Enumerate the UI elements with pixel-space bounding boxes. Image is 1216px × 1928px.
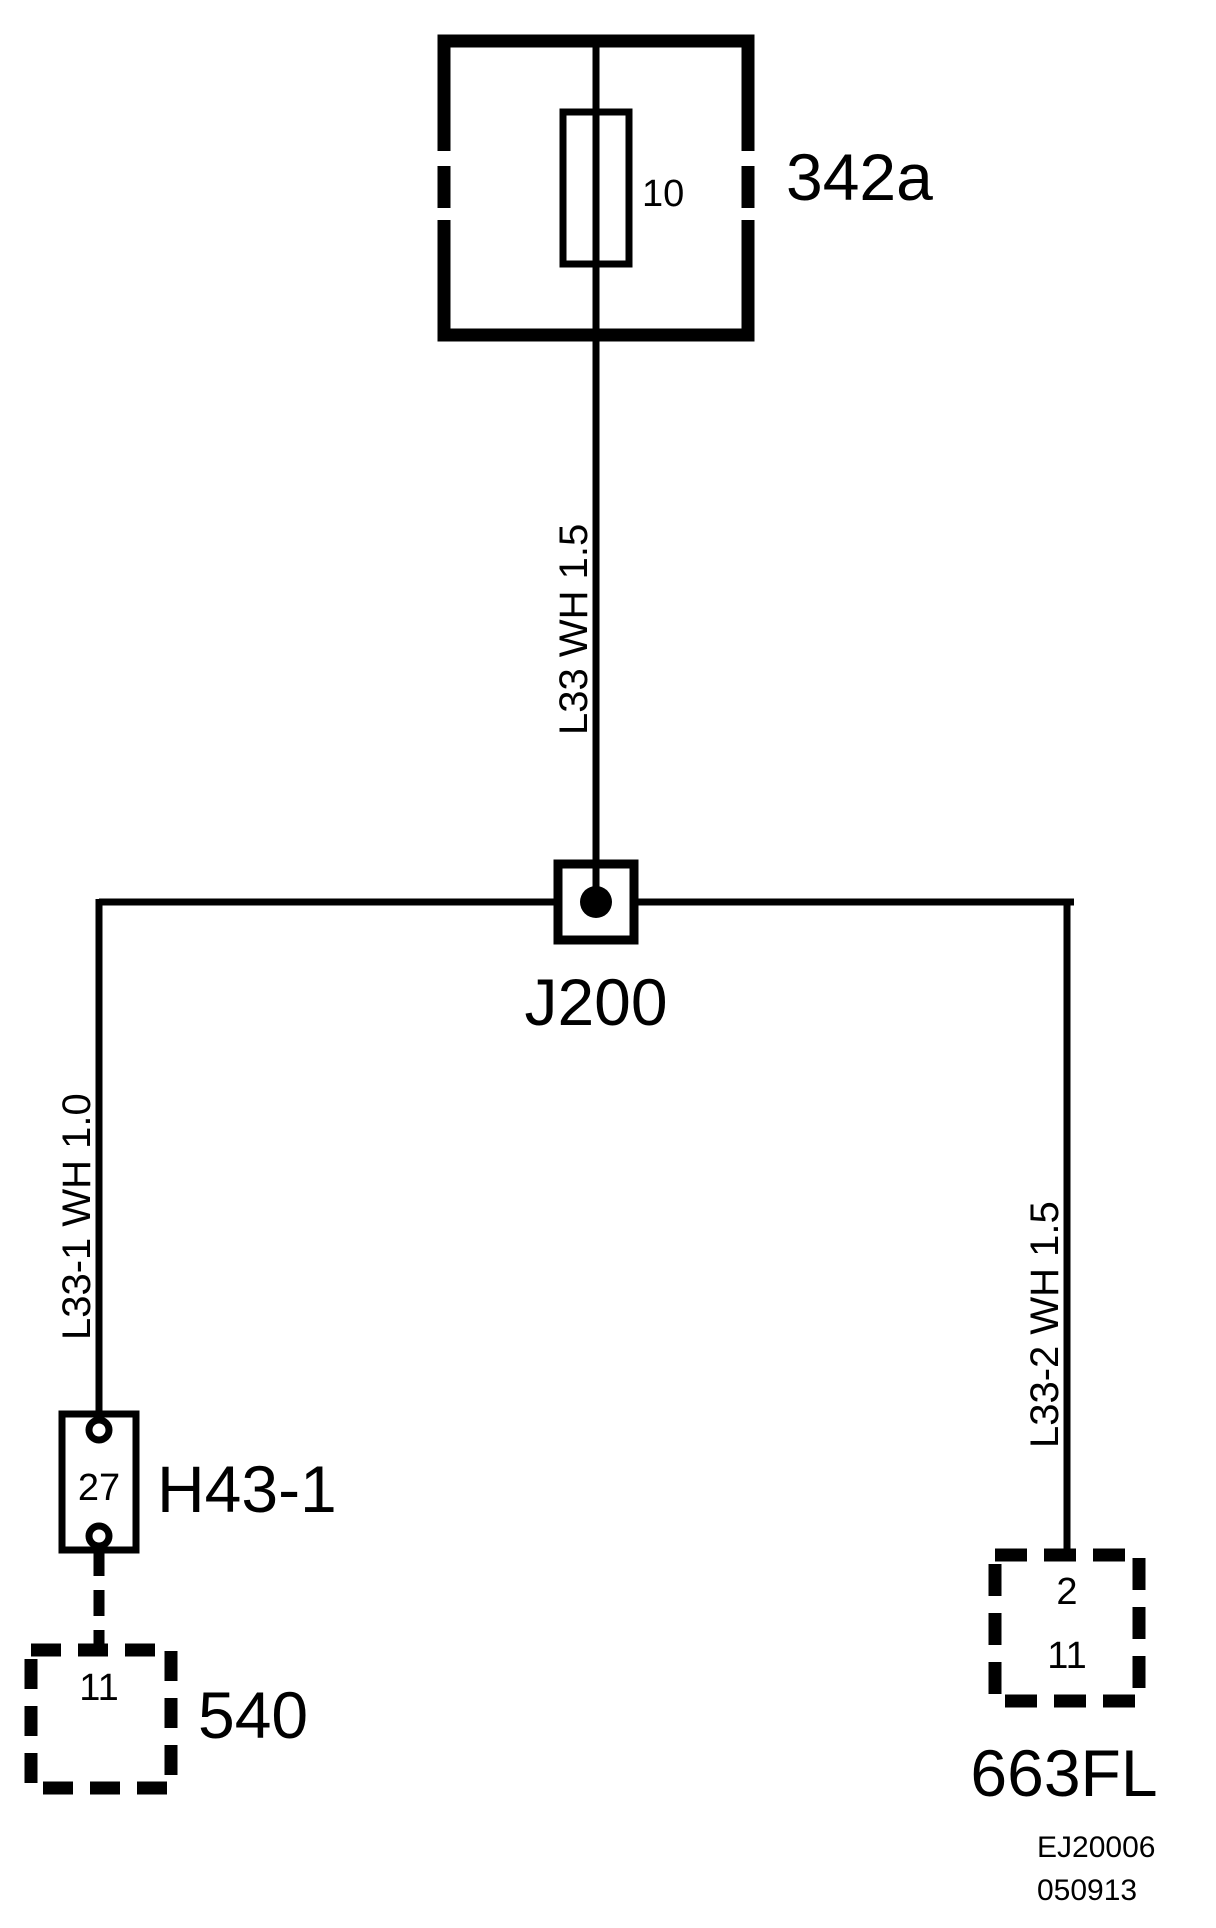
diagram-code: EJ20006 xyxy=(1037,1831,1155,1864)
component-663fl-pin-b: 11 xyxy=(1047,1635,1086,1677)
connector-pin-top xyxy=(85,1416,113,1444)
wire-right-label: L33-2 WH 1.5 xyxy=(1023,1201,1067,1448)
connector-label: H43-1 xyxy=(157,1452,337,1526)
connector-pin-number: 27 xyxy=(78,1467,120,1509)
wire-left-label: L33-1 WH 1.0 xyxy=(55,1093,99,1340)
diagram-date: 050913 xyxy=(1037,1874,1137,1907)
splice-node xyxy=(580,886,612,918)
splice-label: J200 xyxy=(524,965,667,1039)
fuse-rating: 10 xyxy=(642,173,684,215)
component-663fl-pin-a: 2 xyxy=(1056,1571,1077,1613)
connector-pin-bottom xyxy=(85,1522,113,1550)
fuse-label: 342a xyxy=(786,140,933,214)
component-540 xyxy=(24,1643,178,1795)
component-540-label: 540 xyxy=(198,1678,308,1752)
wire-main-label: L33 WH 1.5 xyxy=(552,524,596,735)
component-663fl xyxy=(988,1548,1146,1708)
component-663fl-label: 663FL xyxy=(970,1736,1157,1810)
component-540-pin: 11 xyxy=(79,1667,118,1709)
